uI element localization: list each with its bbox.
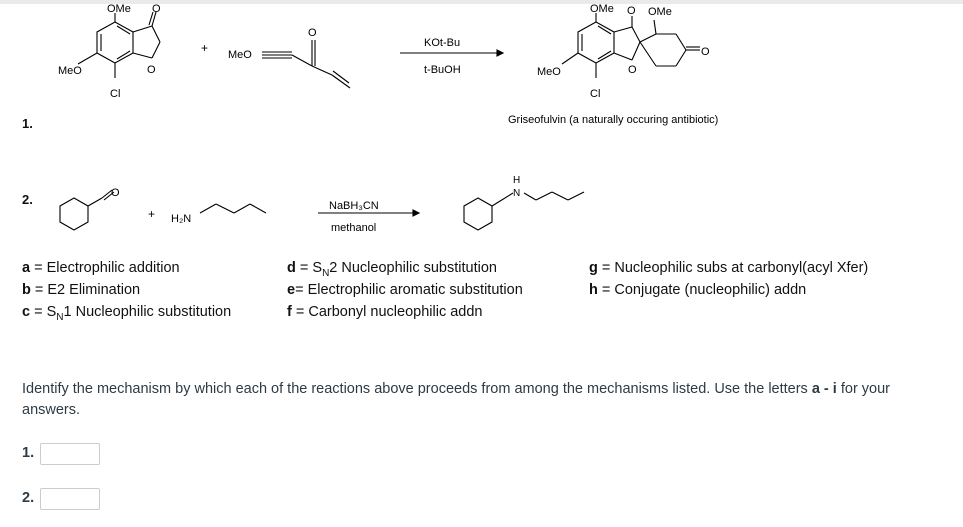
sm1-carbonyl-o-label: O	[152, 3, 161, 15]
reaction1-reagent-bottom: t-BuOH	[424, 64, 461, 76]
reaction1-plus: +	[201, 41, 208, 55]
sm2-meo-label: MeO	[228, 49, 252, 61]
mechanism-g: g = Nucleophilic subs at carbonyl(acyl X…	[589, 260, 869, 276]
reaction2-reagent-bottom: methanol	[331, 222, 376, 234]
question-instructions: Identify the mechanism by which each of …	[22, 381, 891, 418]
mechanism-b: b = E2 Elimination	[22, 282, 141, 298]
product-ring-o-label: O	[628, 64, 637, 76]
mechanism-f: f = Carbonyl nucleophilic addn	[287, 304, 483, 320]
product-ketone-o-label: O	[701, 46, 710, 58]
mechanism-h: h = Conjugate (nucleophilic) addn	[589, 282, 807, 298]
reaction1-number: 1.	[22, 116, 33, 131]
product-o-mid-label: O	[627, 5, 636, 17]
griseofulvin-structure	[561, 13, 700, 78]
answer2-input[interactable]	[40, 488, 100, 510]
reaction2-reagent-top: NaBH₃CN	[329, 200, 379, 212]
answer1-input[interactable]	[40, 443, 100, 465]
sm1-ring-o-label: O	[147, 64, 156, 76]
product-ome2-label: OMe	[648, 6, 672, 18]
mechanism-a: a = Electrophilic addition	[22, 260, 180, 276]
product-cl-label: Cl	[590, 88, 600, 100]
benzofuranone-structure	[77, 11, 161, 78]
top-border	[0, 0, 963, 4]
answer1-label: 1.	[22, 445, 35, 461]
aldehyde-o-label: O	[111, 187, 120, 199]
product-nh-n-label: N	[513, 188, 520, 199]
amine-h2n-label: H₂N	[171, 213, 191, 225]
aldehyde-structure	[59, 189, 115, 231]
product-ome1-label: OMe	[590, 3, 614, 15]
sm2-o-label: O	[308, 27, 317, 39]
sm1-meo-label: MeO	[58, 65, 82, 77]
mechanism-e: e= Electrophilic aromatic substitution	[287, 282, 523, 298]
reaction2-number: 2.	[22, 192, 33, 207]
reaction1-reagent-top: KOt-Bu	[424, 37, 460, 49]
product-nh-h-label: H	[513, 175, 520, 186]
amine-structure	[199, 203, 267, 214]
sm1-ome-label: OMe	[107, 3, 131, 15]
mechanism-c: c = SN1 Nucleophilic substitution	[22, 304, 232, 323]
ynone-structure	[262, 40, 351, 89]
reaction-scheme: OMe MeO Cl O O + MeO O KOt-Bu t-BuOH OMe…	[58, 3, 718, 234]
product-meo-label: MeO	[537, 66, 561, 78]
reaction2-plus: +	[148, 207, 155, 221]
secondary-amine-structure	[463, 191, 585, 231]
mechanism-d: d = SN2 Nucleophilic substitution	[287, 260, 497, 279]
answer2-label: 2.	[22, 490, 35, 506]
griseofulvin-caption: Griseofulvin (a naturally occuring antib…	[508, 114, 718, 126]
sm1-cl-label: Cl	[110, 88, 120, 100]
